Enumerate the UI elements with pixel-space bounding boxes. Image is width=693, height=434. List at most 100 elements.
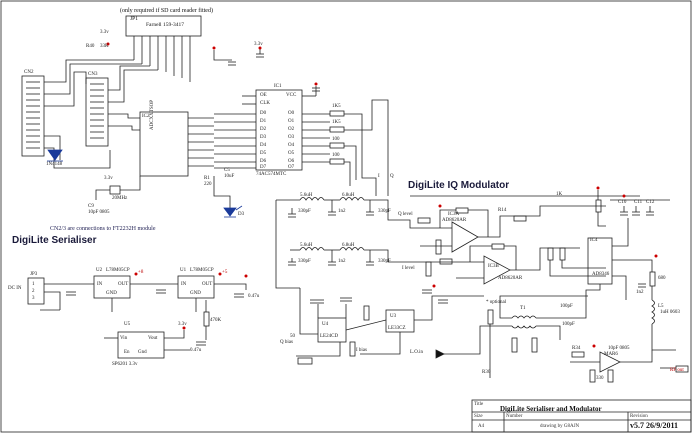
ic1-pin-o7: O7: [288, 165, 295, 170]
r41-value: 680: [658, 276, 666, 281]
ic1-pin-d3: D3: [260, 135, 267, 140]
ic4-label: IC4: [590, 238, 598, 243]
wire: [44, 59, 134, 83]
ic1-pin-clk: CLK: [260, 101, 270, 106]
r8-value: 100: [332, 137, 340, 142]
r36-value: 330: [596, 376, 604, 381]
ic1-pin-o3: O3: [288, 135, 295, 140]
l5-value: 1uH 0603: [660, 310, 680, 315]
c16-label: 330pF: [378, 209, 391, 214]
d3-led: [223, 207, 237, 217]
c14-label: 1n2: [338, 209, 346, 214]
t1-transformer: [511, 315, 537, 319]
wire: [213, 176, 231, 208]
ic1-label: IC1: [274, 84, 282, 89]
c13-label: 330pF: [298, 209, 311, 214]
v33-label-3: 3.3v: [104, 176, 113, 181]
l3-label: 5.6uH: [300, 243, 313, 248]
u2-label: U2: [96, 268, 103, 273]
jp1-pins: [133, 36, 191, 82]
l2-label: 6.8uH: [342, 193, 355, 198]
cn-note: CN2/3 are connections to FT2232H module: [50, 226, 156, 232]
r9-value: 100: [332, 153, 340, 158]
x1-value: 20MHz: [112, 196, 128, 201]
net-i: I: [378, 174, 380, 179]
r9: [329, 158, 345, 165]
jp1-label: JP1: [130, 16, 138, 22]
ic1-pin-d1: D1: [260, 119, 267, 124]
wire: [213, 50, 232, 61]
rf-out-conn: [675, 365, 689, 373]
wire: [108, 69, 158, 103]
r34-label: R34: [572, 346, 581, 351]
jp3-pin1: 1: [32, 282, 35, 287]
iq-modulator-title: DigiLite IQ Modulator: [408, 180, 510, 191]
v33-label-4: 3.3v: [178, 322, 187, 327]
u3-label: U3: [390, 314, 397, 319]
u1-part: L78M05CP: [190, 268, 214, 273]
c17-label: 330pF: [298, 259, 311, 264]
wire: [344, 99, 389, 196]
wire: [120, 176, 141, 191]
u2-out: OUT: [118, 282, 129, 287]
ic1-part: 74AC574MTC: [256, 172, 287, 177]
title-block-drawn: drawing by G8AJN: [540, 424, 580, 429]
c9-label: C9: [88, 204, 94, 209]
wire: [398, 219, 452, 229]
u4-label: U4: [322, 322, 329, 327]
u5-label: U5: [124, 322, 131, 327]
t1-label: T1: [520, 306, 526, 311]
u1-gnd: GND: [190, 291, 201, 296]
wire: [44, 63, 142, 95]
c28-value: 100pF: [560, 304, 573, 309]
cn3-pins: [90, 83, 104, 139]
l5-label: L5: [658, 304, 664, 309]
ic1-pin-d5: D5: [260, 151, 267, 156]
wire: [344, 145, 357, 180]
jp3-label: JP3: [30, 272, 38, 277]
ic3b-label: IC3B: [488, 264, 499, 269]
v33-label: 3.3v: [100, 30, 109, 35]
l2-inductor: [339, 197, 365, 201]
ic4-body: [587, 237, 613, 285]
ic1-pin-o0: O0: [288, 111, 295, 116]
v5-label: +5: [222, 270, 228, 275]
title-block-size: A4: [478, 424, 485, 429]
l4-label: 6.8uH: [342, 243, 355, 248]
l1-label: 5.6uH: [300, 193, 313, 198]
jp1-part: Farnell 159-3417: [146, 22, 185, 28]
r33: [203, 311, 210, 327]
rf-out-label: RF out: [670, 368, 684, 373]
ic1-pin-vcc: VCC: [286, 93, 297, 98]
title-block-revision-label: Revision: [630, 414, 648, 419]
r33-value: 470K: [210, 318, 222, 323]
d3-label: D3: [238, 212, 245, 217]
wire: [344, 161, 351, 186]
c2-value: 0.47u: [248, 294, 260, 299]
wire: [344, 113, 377, 196]
r1-value: 220: [204, 182, 212, 187]
r5: [329, 110, 345, 117]
jp3-body: [27, 277, 45, 305]
jp3-pin2: 2: [32, 289, 35, 294]
ic1-pin-oe: OE: [260, 93, 267, 98]
c12-label: C12: [646, 200, 655, 205]
r7: [329, 126, 345, 133]
u1-out: OUT: [202, 282, 213, 287]
r40-label: R40: [86, 44, 95, 49]
c18-value: 330pF: [378, 259, 391, 264]
mar6-label: MAR6: [604, 352, 618, 357]
c9-value: 10pF 0805: [88, 210, 110, 215]
wire: [108, 65, 150, 91]
ic2-body: [139, 111, 189, 177]
c34-label: 1n2: [636, 290, 644, 295]
c30-value: 10pF 0805: [608, 346, 630, 351]
ic3-part: AD8620AR: [442, 218, 467, 223]
serialiser-title: DigiLite Serialiser: [12, 235, 97, 246]
jp1-body: [125, 15, 202, 37]
wire: [44, 147, 111, 169]
c29-value: 100pF: [562, 322, 575, 327]
title-block-title-label: Title: [474, 402, 484, 407]
ic1-pin-d0: D0: [260, 111, 267, 116]
u1-in: IN: [181, 282, 187, 287]
